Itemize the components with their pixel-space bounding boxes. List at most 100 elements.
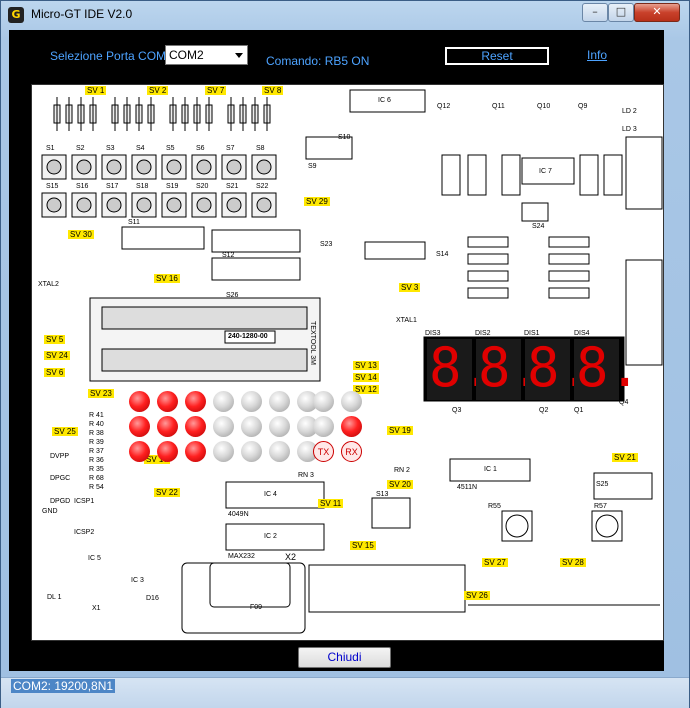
- connector-sv14: SV 14: [353, 373, 379, 382]
- label-icsp1: ICSP1: [74, 498, 95, 505]
- button-s5[interactable]: S5: [166, 145, 175, 152]
- label-dl1: DL 1: [47, 594, 62, 601]
- button-s6[interactable]: S6: [196, 145, 205, 152]
- led-ld2-label: LD 2: [622, 108, 637, 115]
- resistor-r35: R 35: [89, 466, 104, 473]
- matrix-led: [157, 416, 178, 437]
- chevron-down-icon[interactable]: [235, 53, 243, 58]
- label-q12: Q12: [437, 103, 451, 110]
- info-link[interactable]: Info: [587, 48, 608, 62]
- close-window-button[interactable]: ✕: [634, 3, 680, 22]
- chip-ic6: IC 6: [378, 97, 391, 104]
- label-x1: X1: [92, 605, 101, 612]
- connector-sv12: SV 12: [353, 385, 379, 394]
- title-bar[interactable]: G Micro-GT IDE V2.0 – □ ✕: [1, 1, 689, 29]
- label-s13: S13: [376, 491, 389, 498]
- display-dis3-label: DIS3: [425, 330, 441, 337]
- matrix-led: [269, 416, 290, 437]
- matrix-led: [129, 391, 150, 412]
- display-dis1-label: DIS1: [524, 330, 540, 337]
- rx-led: RX: [341, 441, 362, 462]
- resistor-r36: R 36: [89, 457, 104, 464]
- connector-sv8: SV 8: [262, 86, 284, 95]
- button-s19[interactable]: S19: [166, 183, 179, 190]
- button-s18[interactable]: S18: [136, 183, 149, 190]
- connector-sv7: SV 7: [205, 86, 227, 95]
- resistor-r38: R 38: [89, 430, 104, 437]
- label-rn2: RN 2: [394, 467, 410, 474]
- label-r55: R55: [488, 503, 501, 510]
- label-s25: S25: [596, 481, 609, 488]
- label-rn3: RN 3: [298, 472, 314, 479]
- maximize-button[interactable]: □: [608, 3, 634, 22]
- button-s7[interactable]: S7: [226, 145, 235, 152]
- label-ic5: IC 5: [88, 555, 101, 562]
- button-s16[interactable]: S16: [76, 183, 89, 190]
- minimize-button[interactable]: –: [582, 3, 608, 22]
- matrix-led: [341, 391, 362, 412]
- close-button[interactable]: Chiudi: [298, 647, 391, 668]
- label-icsp2: ICSP2: [74, 529, 95, 536]
- connector-sv5: SV 5: [44, 335, 66, 344]
- button-s17[interactable]: S17: [106, 183, 119, 190]
- connector-sv23: SV 23: [88, 389, 114, 398]
- label-q1: Q1: [574, 407, 584, 414]
- connector-sv22: SV 22: [154, 488, 180, 497]
- button-s3[interactable]: S3: [106, 145, 115, 152]
- button-s21[interactable]: S21: [226, 183, 239, 190]
- label-dpgc: DPGC: [50, 475, 71, 482]
- connector-sv6: SV 6: [44, 368, 66, 377]
- connector-sv25: SV 25: [52, 427, 78, 436]
- button-s1[interactable]: S1: [46, 145, 55, 152]
- resistor-r68: R 68: [89, 475, 104, 482]
- connector-sv24: SV 24: [44, 351, 70, 360]
- matrix-led: [129, 416, 150, 437]
- button-s22[interactable]: S22: [256, 183, 269, 190]
- chip-ic4: IC 4: [264, 491, 277, 498]
- button-s20[interactable]: S20: [196, 183, 209, 190]
- label-r57: R57: [594, 503, 607, 510]
- app-logo-icon: G: [8, 7, 24, 23]
- matrix-led: [213, 416, 234, 437]
- matrix-led: [313, 391, 334, 412]
- connector-sv29: SV 29: [304, 197, 330, 206]
- label-q11: Q11: [492, 103, 505, 110]
- button-s4[interactable]: S4: [136, 145, 145, 152]
- matrix-led: [313, 416, 334, 437]
- com-port-select[interactable]: COM2: [165, 45, 248, 65]
- display-dis4-label: DIS4: [574, 330, 590, 337]
- matrix-led: [241, 391, 262, 412]
- label-s10: S10: [338, 134, 351, 141]
- matrix-led: [241, 416, 262, 437]
- connector-x2-label: X2: [285, 552, 297, 562]
- button-s15[interactable]: S15: [46, 183, 59, 190]
- chip-ic4-part: 4049N: [228, 511, 249, 518]
- connector-sv11: SV 11: [318, 499, 344, 508]
- connection-status: COM2: 19200,8N1: [11, 679, 116, 693]
- matrix-led: [297, 416, 318, 437]
- matrix-led: [297, 441, 318, 462]
- chip-ic7: IC 7: [539, 168, 552, 175]
- label-q2: Q2: [539, 407, 549, 414]
- resistor-r40: R 40: [89, 421, 104, 428]
- matrix-led: [241, 441, 262, 462]
- connector-sv28: SV 28: [560, 558, 586, 567]
- matrix-led: [185, 441, 206, 462]
- label-s9: S9: [308, 163, 317, 170]
- connector-sv13: SV 13: [353, 361, 379, 370]
- label-q3: Q3: [452, 407, 462, 414]
- resistor-r54: R 54: [89, 484, 104, 491]
- connector-sv20: SV 20: [387, 480, 413, 489]
- label-gnd: GND: [42, 508, 58, 515]
- button-s2[interactable]: S2: [76, 145, 85, 152]
- resistor-r37: R 37: [89, 448, 104, 455]
- button-s8[interactable]: S8: [256, 145, 265, 152]
- label-s23: S23: [320, 241, 333, 248]
- connector-sv19: SV 19: [387, 426, 413, 435]
- connector-sv16: SV 16: [154, 274, 180, 283]
- seven-segment-digit: 8.: [476, 336, 544, 400]
- status-bar: COM2: 19200,8N1: [1, 677, 689, 708]
- reset-button[interactable]: Reset: [445, 47, 549, 65]
- label-d16: D16: [146, 595, 159, 602]
